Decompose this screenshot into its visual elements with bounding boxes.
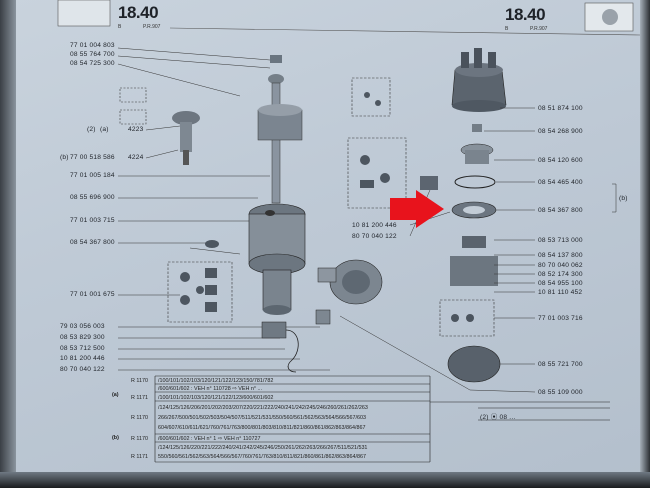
- small-distributor-thumbnail: [119, 87, 200, 165]
- left-part-number: 77 01 005 184: [70, 172, 115, 179]
- center-part-number: 80 70 040 122: [352, 233, 397, 240]
- table-row-model: R 1170: [131, 436, 148, 442]
- left-part-number: 77 01 003 715: [70, 217, 115, 224]
- left-page-number: 18.40: [118, 3, 159, 22]
- right-part-number: 08 54 137 800: [538, 252, 583, 259]
- right-part-number: 08 51 874 100: [538, 105, 583, 112]
- left-part-number: 80 70 040 122: [60, 366, 105, 373]
- right-page-number: 18.40: [505, 5, 546, 24]
- table-row-marker-a: (a): [112, 392, 119, 398]
- red-arrow-icon: [390, 190, 444, 228]
- left-part-number: 77 01 001 675: [70, 291, 115, 298]
- right-part-number: 08 54 120 600: [538, 157, 583, 164]
- right-part-number: 08 54 268 900: [538, 128, 583, 135]
- table-row-text: 604/607/610/611/621/760/761/763/800/801/…: [158, 425, 366, 431]
- page-shadow-right: [640, 0, 650, 488]
- shim-kit-box: [167, 261, 233, 323]
- table-row-text: /600/601/602 : VEH n° 110728 ⇨ VEH n° ..…: [158, 386, 263, 392]
- central-shaft-assembly: [257, 55, 303, 204]
- distributor-housing: [248, 203, 306, 315]
- left-part-number: 08 54 367 800: [70, 239, 115, 246]
- table-row-text: 266/267/500/501/502/503/504/507/511/521/…: [158, 415, 366, 421]
- left-part-number: 10 81 200 446: [60, 355, 105, 362]
- table-row-model: R 1170: [131, 378, 148, 384]
- breaker-points-box: [347, 137, 407, 209]
- left-page-sub-a: B: [118, 24, 122, 30]
- right-page-sub-a: B: [505, 26, 509, 32]
- left-part-number: 77 01 004 803: [70, 42, 115, 49]
- right-part-number: 08 54 465 400: [538, 179, 583, 186]
- page-shadow-bottom: [0, 472, 650, 488]
- table-row-model: R 1171: [131, 454, 148, 460]
- header-thumbnail-icon: [602, 9, 618, 25]
- right-page-sub-b: P.R.907: [530, 26, 548, 32]
- table-row-text: /100/101/102/103/120/121/122/123/600/601…: [158, 395, 274, 401]
- right-part-number: 08 54 367 800: [538, 207, 583, 214]
- left-page-sub-b: P.R.907: [143, 24, 161, 30]
- table-row-text: /600/601/602 : VEH n° 1 ⇨ VEH n° 110727: [158, 436, 261, 442]
- side-label-num-a: 4223: [128, 126, 144, 133]
- right-part-number: 08 55 721 700: [538, 361, 583, 368]
- table-row-model: R 1171: [131, 395, 148, 401]
- footer-reference: (2) ⦿ 08 ...: [480, 414, 516, 421]
- right-part-number: 10 81 110 452: [538, 289, 583, 296]
- table-row-text: /124/125/126/206/201/202/203/207/220/221…: [158, 405, 368, 411]
- left-header-logo-box: [57, 0, 111, 27]
- left-part-number: 08 55 764 700: [70, 51, 115, 58]
- left-part-number: 79 03 056 003: [60, 323, 105, 330]
- table-row-text: 550/560/561/562/563/564/566/567/760/761/…: [158, 454, 366, 460]
- side-label-marker-a: (2): [87, 126, 96, 133]
- table-row-model: R 1170: [131, 415, 148, 421]
- distributor-cap: [451, 48, 507, 112]
- table-row-text: /124/125/126/220/221/222/240/241/242/245…: [158, 445, 368, 451]
- right-b-marker: (b): [619, 195, 628, 202]
- right-part-number: 08 54 955 100: [538, 280, 583, 287]
- left-part-number: 08 53 712 500: [60, 345, 105, 352]
- right-part-number: 08 55 109 000: [538, 389, 583, 396]
- side-label-ref-b: 77 00 518 586: [70, 154, 115, 161]
- vacuum-advance-unit: [317, 259, 383, 305]
- page-shadow-left: [0, 0, 16, 488]
- side-label-marker-b: (b): [60, 154, 69, 161]
- right-part-number: 08 52 174 300: [538, 271, 583, 278]
- applicability-table-lines: [154, 375, 610, 463]
- left-part-number: 08 55 696 900: [70, 194, 115, 201]
- table-row-marker-b: (b): [112, 435, 119, 441]
- springs-box: [351, 77, 391, 117]
- right-part-number: 77 01 003 716: [538, 315, 583, 322]
- left-part-number: 08 53 829 300: [60, 334, 105, 341]
- left-part-number: 08 54 725 300: [70, 60, 115, 67]
- condenser: [261, 309, 331, 373]
- right-part-number: 08 53 713 000: [538, 237, 583, 244]
- side-label-letter-a: (a): [100, 126, 109, 133]
- right-stacked-parts: [420, 124, 501, 383]
- right-part-number: 80 70 040 062: [538, 262, 583, 269]
- table-row-text: /100/101/102/103/120/121/122/123/150/781…: [158, 378, 274, 384]
- side-label-num-b: 4224: [128, 154, 144, 161]
- center-part-number: 10 81 200 446: [352, 222, 397, 229]
